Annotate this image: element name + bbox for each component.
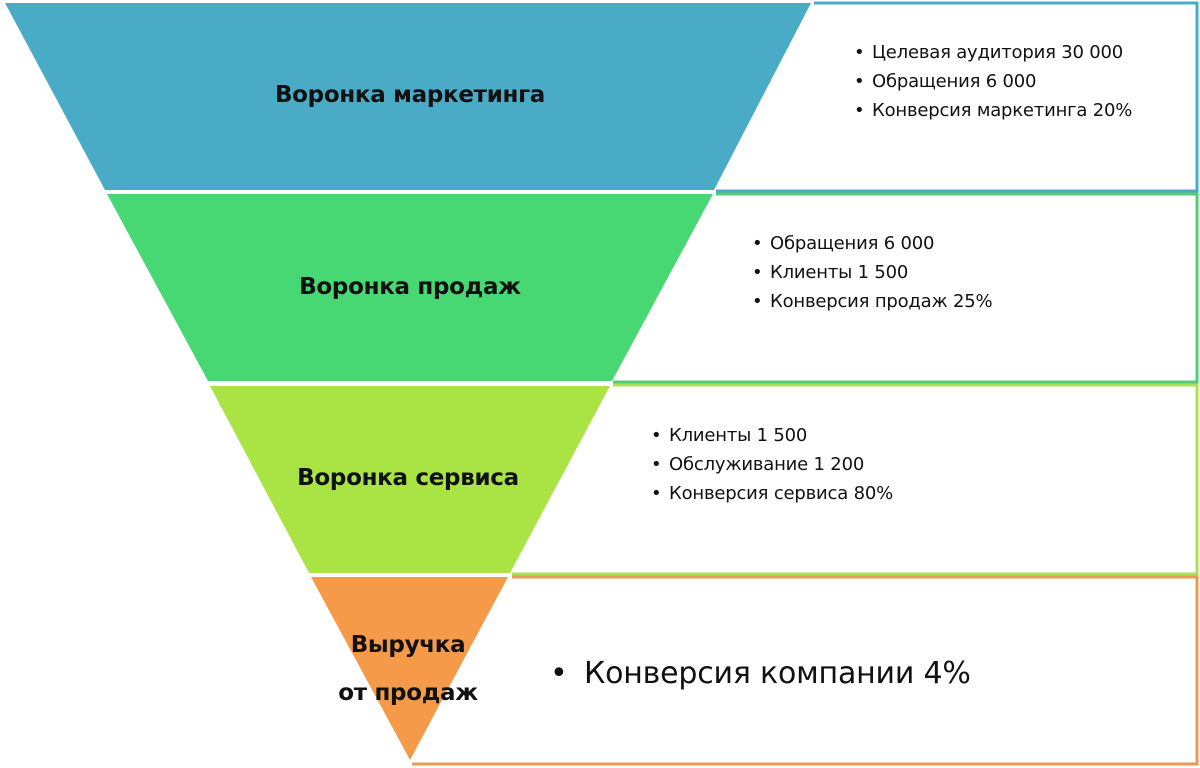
info-item: Обслуживание 1 200 bbox=[651, 450, 893, 479]
funnel-segment-revenue bbox=[311, 577, 508, 760]
info-item: Обращения 6 000 bbox=[854, 67, 1132, 96]
segment-label-revenue-line1: Выручка bbox=[350, 632, 466, 658]
segment-label-sales: Воронка продаж bbox=[299, 274, 521, 300]
info-item: Конверсия продаж 25% bbox=[752, 287, 993, 316]
funnel-segment-service bbox=[210, 386, 610, 573]
info-list-marketing: Целевая аудитория 30 000 Обращения 6 000… bbox=[854, 38, 1132, 125]
segment-label-revenue-line2: от продаж bbox=[338, 680, 478, 706]
box-outline-marketing bbox=[716, 1, 1199, 193]
info-item: Обращения 6 000 bbox=[752, 229, 992, 258]
box-outline-service bbox=[512, 383, 1199, 576]
info-item: Конверсия маркетинга 20% bbox=[854, 96, 1132, 125]
box-outline-revenue bbox=[412, 575, 1199, 766]
funnel-segment-sales bbox=[107, 194, 713, 381]
info-list-sales: Обращения 6 000 Клиенты 1 500 Конверсия … bbox=[752, 229, 993, 316]
info-item: Клиенты 1 500 bbox=[752, 258, 992, 287]
info-item: Конверсия компании 4% bbox=[550, 654, 971, 694]
box-outline-sales bbox=[613, 192, 1199, 384]
info-list-revenue: Конверсия компании 4% bbox=[550, 654, 971, 694]
info-list-service: Клиенты 1 500 Обслуживание 1 200 Конверс… bbox=[651, 421, 893, 508]
segment-label-service: Воронка сервиса bbox=[297, 465, 519, 491]
segment-label-marketing: Воронка маркетинга bbox=[274, 82, 546, 108]
info-item: Клиенты 1 500 bbox=[651, 421, 893, 450]
info-item: Целевая аудитория 30 000 bbox=[854, 38, 1132, 67]
funnel-segment-marketing bbox=[5, 3, 811, 190]
info-item: Конверсия сервиса 80% bbox=[651, 479, 893, 508]
